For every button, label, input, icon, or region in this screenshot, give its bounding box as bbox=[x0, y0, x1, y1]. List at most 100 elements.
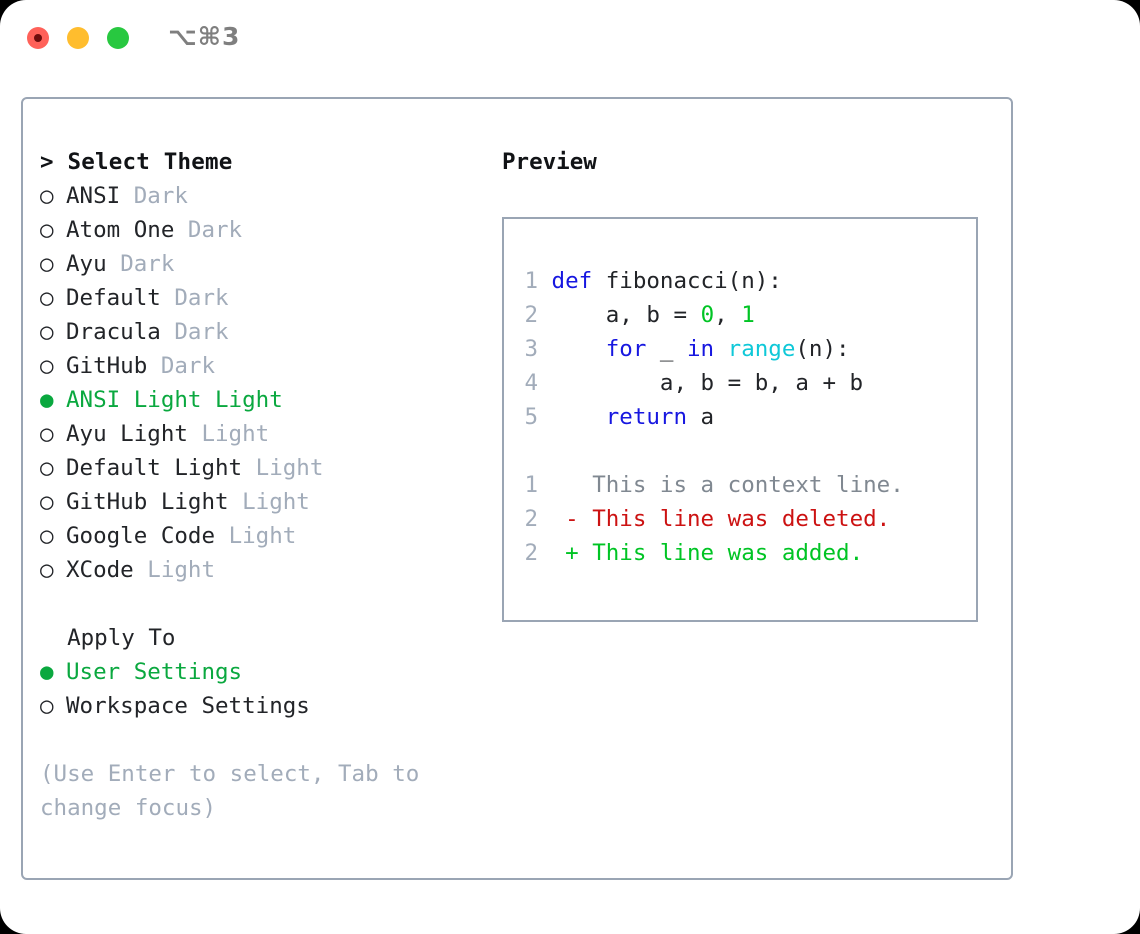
code-token: (n): bbox=[795, 336, 850, 362]
code-token: 0 bbox=[700, 302, 715, 328]
theme-row[interactable]: ○Dracula Dark bbox=[40, 315, 480, 349]
code-token: a bbox=[687, 404, 715, 430]
preview-column: Preview 1 def fibonacci(n):2 a, b = 0, 1… bbox=[502, 145, 982, 622]
apply-to-header: Apply To bbox=[40, 625, 176, 651]
theme-row[interactable]: ○Ayu Light Light bbox=[40, 417, 480, 451]
theme-row[interactable]: ○GitHub Light Light bbox=[40, 485, 480, 519]
theme-name: Default bbox=[66, 285, 161, 311]
theme-row[interactable]: ● ANSI Light Light bbox=[40, 383, 480, 417]
radio-unselected-icon[interactable]: ○ bbox=[40, 183, 54, 209]
apply-to-row[interactable]: ● User Settings bbox=[40, 655, 480, 689]
apply-to-label: User Settings bbox=[66, 659, 243, 685]
theme-kind-badge: Light bbox=[255, 455, 324, 481]
code-token: return bbox=[605, 404, 688, 430]
list-spacer bbox=[40, 587, 480, 621]
radio-unselected-icon[interactable]: ○ bbox=[40, 319, 54, 345]
code-token bbox=[714, 336, 728, 362]
theme-name: ANSI Light bbox=[66, 387, 202, 413]
code-token bbox=[552, 404, 606, 430]
code-token: range bbox=[727, 336, 796, 362]
code-token: in bbox=[687, 336, 715, 362]
diff-line: 1 This is a context line. bbox=[512, 468, 972, 502]
keyboard-hint: (Use Enter to select, Tab to change focu… bbox=[40, 761, 420, 821]
theme-picker-panel: > Select Theme ○ANSI Dark○Atom One Dark○… bbox=[21, 97, 1013, 880]
theme-kind-badge: Light bbox=[147, 557, 216, 583]
diff-line: 2 + This line was added. bbox=[512, 536, 972, 570]
theme-row[interactable]: ○ XCode Light bbox=[40, 553, 480, 587]
radio-unselected-icon[interactable]: ○ bbox=[40, 217, 54, 243]
code-token: , bbox=[714, 302, 742, 328]
radio-unselected-icon[interactable]: ○ bbox=[40, 455, 54, 481]
code-diff-gap bbox=[512, 434, 972, 468]
radio-unselected-icon[interactable]: ○ bbox=[40, 353, 54, 379]
code-token: for bbox=[605, 336, 647, 362]
diff-marker: - bbox=[565, 506, 593, 532]
shortcut-label: ⌥⌘3 bbox=[168, 22, 241, 51]
theme-kind-badge: Dark bbox=[120, 251, 175, 277]
code-token: fibonacci(n): bbox=[592, 268, 782, 294]
radio-unselected-icon[interactable]: ○ bbox=[40, 489, 54, 515]
code-token: a, b = bbox=[551, 302, 701, 328]
theme-row[interactable]: ○ Atom One Dark bbox=[40, 213, 480, 247]
line-number: 2 bbox=[524, 506, 538, 532]
diff-marker: + bbox=[565, 540, 593, 566]
code-token bbox=[552, 336, 606, 362]
theme-kind-badge: Light bbox=[215, 387, 283, 413]
code-line: 5 return a bbox=[512, 400, 972, 434]
radio-unselected-icon[interactable]: ○ bbox=[40, 557, 54, 583]
theme-kind-badge: Light bbox=[201, 421, 270, 447]
theme-name: Dracula bbox=[66, 319, 161, 345]
theme-row[interactable]: ○Default Dark bbox=[40, 281, 480, 315]
theme-kind-badge: Dark bbox=[160, 353, 216, 379]
preview-title: Preview bbox=[502, 149, 597, 175]
theme-row[interactable]: ○ Google Code Light bbox=[40, 519, 480, 553]
radio-unselected-icon[interactable]: ○ bbox=[40, 523, 54, 549]
apply-to-label: Workspace Settings bbox=[66, 693, 310, 719]
diff-marker bbox=[565, 472, 592, 498]
theme-list[interactable]: ○ANSI Dark○Atom One Dark○Ayu Dark○Defaul… bbox=[40, 179, 480, 587]
line-number: 2 bbox=[524, 540, 538, 566]
code-line: 2 a, b = 0, 1 bbox=[512, 298, 972, 332]
line-number: 1 bbox=[524, 472, 538, 498]
radio-unselected-icon[interactable]: ○ bbox=[40, 693, 54, 719]
diff-text: This line was deleted. bbox=[592, 506, 891, 532]
diff-text: This line was added. bbox=[592, 540, 864, 566]
zoom-button[interactable] bbox=[107, 27, 129, 49]
radio-unselected-icon[interactable]: ○ bbox=[40, 421, 54, 447]
theme-row[interactable]: ○Ayu Dark bbox=[40, 247, 480, 281]
code-token: 1 bbox=[741, 302, 755, 328]
line-number: 3 bbox=[524, 336, 538, 362]
theme-kind-badge: Light bbox=[242, 489, 310, 515]
recording-indicator-icon bbox=[34, 34, 42, 42]
theme-name: Atom One bbox=[66, 217, 175, 243]
radio-selected-icon[interactable]: ● bbox=[40, 387, 54, 413]
apply-to-list[interactable]: ● User Settings ○ Workspace Settings bbox=[40, 655, 480, 723]
minimize-button[interactable] bbox=[67, 27, 89, 49]
theme-name: GitHub bbox=[66, 353, 148, 379]
code-line: 4 a, b = b, a + b bbox=[512, 366, 972, 400]
theme-name: XCode bbox=[66, 557, 134, 583]
line-number: 4 bbox=[524, 370, 538, 396]
line-number: 2 bbox=[524, 302, 538, 328]
apply-to-row[interactable]: ○ Workspace Settings bbox=[40, 689, 480, 723]
diff-line: 2 - This line was deleted. bbox=[512, 502, 972, 536]
radio-unselected-icon[interactable]: ○ bbox=[40, 285, 54, 311]
diff-text: This is a context line. bbox=[592, 472, 904, 498]
code-line: 3 for _ in range(n): bbox=[512, 332, 972, 366]
theme-name: Default Light bbox=[66, 455, 243, 481]
theme-kind-badge: Dark bbox=[187, 217, 243, 243]
code-token: a, b = b, a + b bbox=[551, 370, 864, 396]
radio-unselected-icon[interactable]: ○ bbox=[40, 251, 54, 277]
theme-row[interactable]: ○ GitHub Dark bbox=[40, 349, 480, 383]
theme-row[interactable]: ○ Default Light Light bbox=[40, 451, 480, 485]
theme-name: Google Code bbox=[66, 523, 216, 549]
code-token: _ bbox=[646, 336, 688, 362]
radio-selected-icon[interactable]: ● bbox=[40, 659, 54, 685]
theme-kind-badge: Dark bbox=[133, 183, 188, 209]
theme-row[interactable]: ○ANSI Dark bbox=[40, 179, 480, 213]
theme-kind-badge: Light bbox=[228, 523, 297, 549]
diff-lines: 1 This is a context line.2 - This line w… bbox=[512, 468, 972, 570]
